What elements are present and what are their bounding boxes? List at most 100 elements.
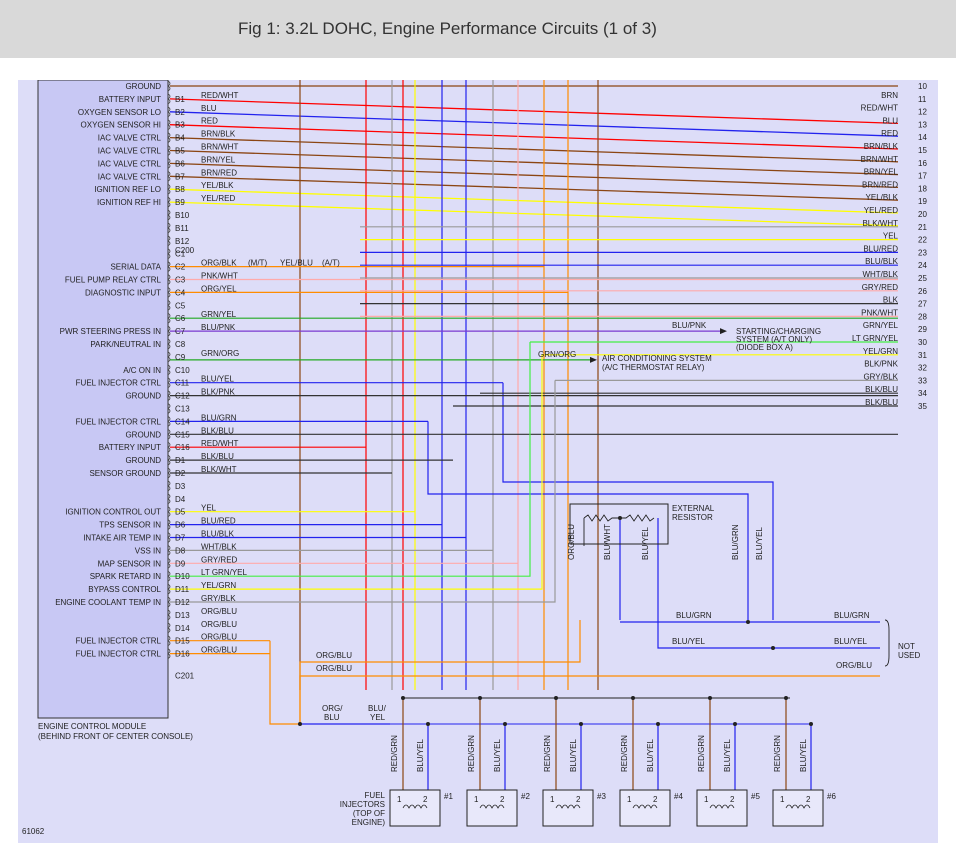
wire-color-label: WHT/BLK [862, 270, 898, 279]
wire-color-label: RED/GRN [467, 735, 476, 772]
wire-color-label: BLU/BLK [201, 530, 235, 539]
wire-color-label: BLU/GRN [676, 611, 712, 620]
wire-color-label: BLU/YEL [799, 739, 808, 772]
pin-name: IGNITION REF HI [97, 198, 161, 207]
wire-color-label: BLK [883, 296, 899, 305]
pin-number: C3 [175, 276, 186, 285]
connector-cavity [167, 416, 171, 427]
wire-color-label: BLK/BLU [865, 385, 898, 394]
wire-color-label: RED [201, 117, 218, 126]
bracket [884, 619, 890, 667]
wire-color-label: ORG/BLK [201, 259, 237, 268]
pin-number: 1 [474, 795, 479, 804]
pin-number: D12 [175, 598, 190, 607]
wire-color-label: LT GRN/YEL [852, 334, 898, 343]
pin-number: 2 [576, 795, 581, 804]
pin-number: 1 [627, 795, 632, 804]
wire [657, 600, 880, 649]
connector-cavity [167, 261, 171, 272]
wire-color-label: GRN/ORG [201, 349, 239, 358]
connector-cavity [167, 454, 171, 466]
injector-number: #5 [751, 792, 760, 801]
connector-cavity [167, 570, 171, 582]
pin-name: SERIAL DATA [110, 263, 161, 272]
circuit-number: 17 [918, 172, 927, 181]
connector-cavity [167, 609, 171, 621]
wire-color-label: RED/WHT [861, 104, 898, 113]
pin-name: OXYGEN SENSOR LO [78, 108, 161, 117]
pin-number: 1 [704, 795, 709, 804]
injector-splice [708, 696, 712, 700]
wiring-diagram: ENGINE CONTROL MODULE (BEHIND FRONT OF C… [18, 80, 938, 843]
injector-splice [784, 696, 788, 700]
wire-b-run [169, 136, 899, 163]
connector-cavity [167, 299, 171, 311]
fuel-injectors-label: ENGINE) [352, 818, 386, 827]
wire-color-label: BLU/RED [201, 517, 236, 526]
wire-color-label: RED/GRN [543, 735, 552, 772]
connector-cavity [167, 325, 171, 337]
wire [269, 640, 300, 725]
pin-number: 2 [423, 795, 428, 804]
connector-cavity [167, 648, 171, 659]
wire-color-label: WHT/BLK [201, 542, 237, 551]
pin-number: B3 [175, 121, 185, 130]
connector-cavity [167, 519, 171, 530]
injector-number: #1 [444, 792, 453, 801]
pin-name: SENSOR GROUND [89, 469, 161, 478]
wire-color-label: BLU [201, 104, 217, 113]
wire-color-label: ORG/BLU [316, 664, 352, 673]
pin-number: D4 [175, 495, 186, 504]
splice-dot [298, 722, 302, 726]
wire-b-run [169, 175, 899, 201]
pin-name: FUEL PUMP RELAY CTRL [65, 276, 162, 285]
connector-cavity [167, 467, 171, 479]
splice-dot [771, 646, 775, 650]
wire-color-label: BLU/YEL [569, 739, 578, 772]
coil-symbol [402, 804, 428, 809]
circuit-number: 28 [918, 312, 927, 321]
pin-name: BATTERY INPUT [99, 443, 161, 452]
circuit-number: 10 [918, 82, 927, 91]
injector-splice [554, 696, 558, 700]
wire-b-run [169, 162, 899, 189]
wire-color-label: BLK/BLU [865, 398, 898, 407]
pin-number: D9 [175, 559, 186, 568]
wire-color-label: BLU/GRN [201, 413, 237, 422]
circuit-number: 35 [918, 402, 927, 411]
wire-color-label: YEL [883, 232, 899, 241]
connector-cavity [167, 312, 171, 324]
pin-number: 2 [500, 795, 505, 804]
connector-cavity [167, 635, 171, 647]
circuit-number: 12 [918, 108, 927, 117]
fuel-injectors-label: INJECTORS [340, 800, 385, 809]
diagram-code: 61062 [22, 827, 45, 836]
pin-number: B1 [175, 95, 185, 104]
pin-number: C10 [175, 366, 190, 375]
wire-color-label: ORG/BLU [567, 524, 576, 560]
wire-color-label: BLK/PNK [864, 360, 898, 369]
wire-color-label: ORG/BLU [836, 661, 872, 670]
wire-color-label: BRN [881, 91, 898, 100]
starting-system-label: (DIODE BOX A) [736, 343, 793, 352]
pin-name: VSS IN [135, 546, 161, 555]
connector-cavity [167, 403, 171, 414]
wire-color-label: BLK/WHT [862, 219, 898, 228]
pin-number: 2 [653, 795, 658, 804]
circuit-number: 23 [918, 248, 927, 257]
not-used-label: NOT [898, 642, 915, 651]
pin-number: C15 [175, 430, 190, 439]
wire-color-label: LT GRN/YEL [201, 568, 247, 577]
wire [170, 354, 543, 590]
ac-system-label: (A/C THERMOSTAT RELAY) [602, 363, 705, 372]
circuit-number: 31 [918, 351, 927, 360]
pin-number: B2 [175, 108, 185, 117]
pin-name: TPS SENSOR IN [99, 521, 161, 530]
wire-color-label: GRY/RED [862, 283, 899, 292]
connector-id: C200 [175, 246, 195, 255]
ecm-body [37, 80, 169, 719]
connector-cavity [167, 119, 171, 131]
external-resistor-box [569, 503, 669, 545]
pin-name: PWR STEERING PRESS IN [60, 327, 162, 336]
